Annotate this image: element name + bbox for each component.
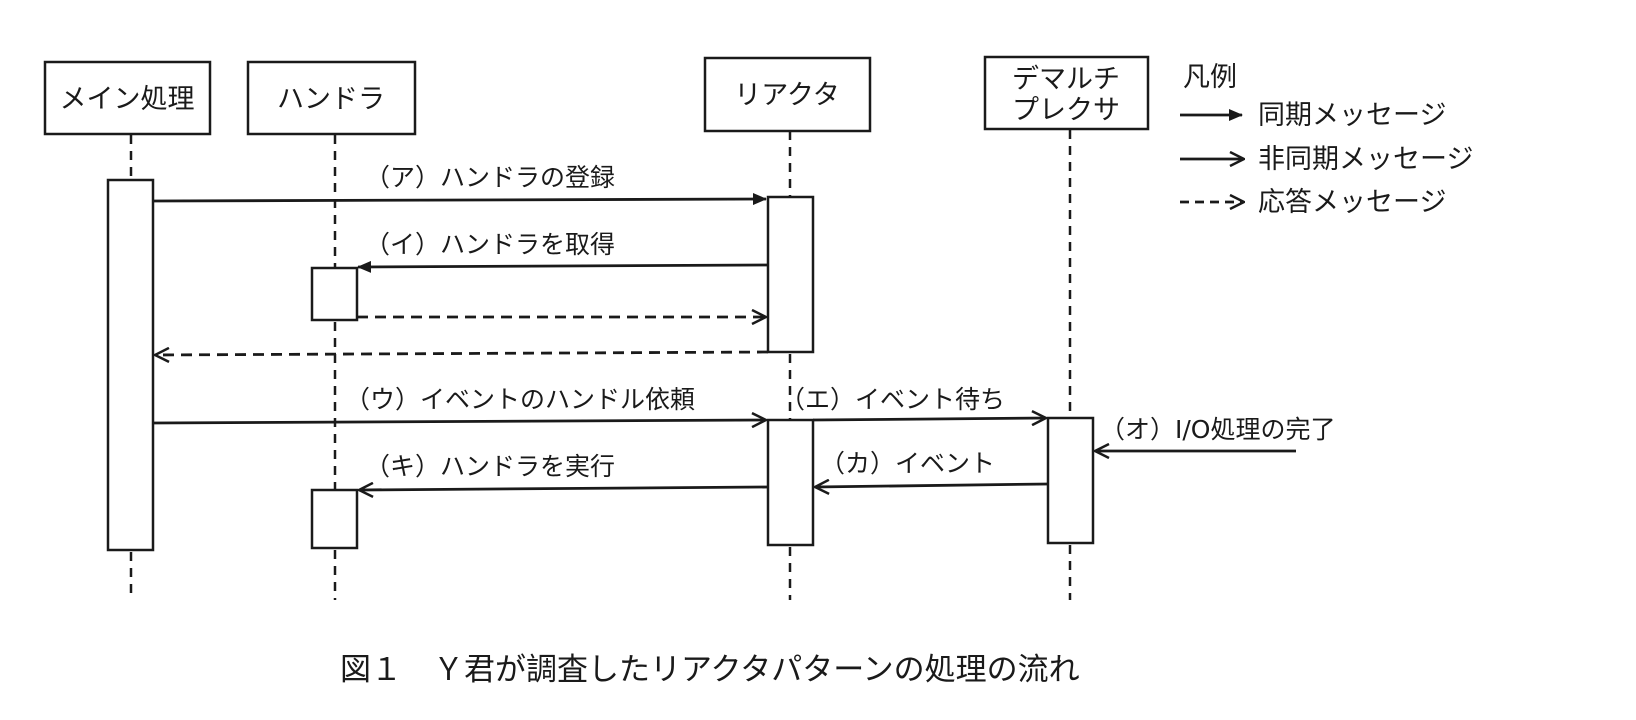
- activation-reactor-1: [766, 195, 815, 354]
- legend-label-sync: 同期メッセージ: [1258, 100, 1446, 131]
- participant-demux: デマルチ プレクサ: [983, 55, 1150, 131]
- legend-label-async: 非同期メッセージ: [1258, 144, 1473, 175]
- legend-item-reply: 応答メッセージ: [1180, 187, 1446, 218]
- message-arrow-ka: [815, 484, 1049, 487]
- participant-box: [983, 55, 1150, 131]
- participant-label: メイン処理: [60, 84, 195, 115]
- legend-title: 凡例: [1183, 62, 1237, 93]
- participant-handler: ハンドラ: [246, 60, 417, 136]
- activation-main: [106, 178, 155, 552]
- participant-box: [246, 60, 417, 136]
- participant-label: リアクタ: [734, 80, 840, 111]
- message-label-a: （ア）ハンドラの登録: [365, 163, 615, 192]
- message-label-ka: （カ）イベント: [820, 449, 995, 478]
- activations: [106, 178, 1095, 552]
- participant-box: [43, 60, 212, 136]
- message-arrow-a-reply: [155, 352, 769, 355]
- participant-label: ハンドラ: [277, 84, 385, 115]
- activation-reactor-2: [766, 418, 815, 547]
- message-label-o: （オ）I/O処理の完了: [1100, 415, 1335, 444]
- participant-label-line1: デマルチ: [1012, 64, 1120, 95]
- message-arrow-a: [152, 193, 767, 206]
- legend-item-async: 非同期メッセージ: [1180, 144, 1473, 175]
- messages: [152, 193, 1296, 490]
- message-label-i: （イ）ハンドラを取得: [365, 230, 615, 259]
- legend: 凡例 同期メッセージ 非同期メッセージ 応答メッセージ: [1180, 62, 1473, 218]
- figure-caption: 図１ Ｙ君が調査したリアクタパターンの処理の流れ: [340, 652, 1080, 688]
- participant-reactor: リアクタ: [703, 56, 872, 133]
- message-label-e: （エ）イベント待ち: [780, 385, 1005, 414]
- message-arrow-u: [152, 420, 766, 423]
- message-label-ki: （キ）ハンドラを実行: [365, 452, 615, 481]
- legend-item-sync: 同期メッセージ: [1180, 100, 1446, 131]
- message-arrow-e: [812, 418, 1046, 420]
- participant-label-line2: プレクサ: [1012, 95, 1120, 126]
- message-labels: （ア）ハンドラの登録 （イ）ハンドラを取得 （ウ）イベントのハンドル依頼 （エ）…: [345, 163, 1335, 481]
- activation-demux: [1046, 416, 1095, 545]
- message-arrow-ki: [359, 487, 769, 490]
- message-label-u: （ウ）イベントのハンドル依頼: [345, 385, 695, 414]
- message-arrow-i: [357, 260, 769, 273]
- participant-main: メイン処理: [43, 60, 212, 136]
- activation-handler-1: [310, 266, 359, 322]
- legend-label-reply: 応答メッセージ: [1258, 187, 1446, 218]
- participant-box: [703, 56, 872, 133]
- activation-handler-2: [310, 488, 359, 550]
